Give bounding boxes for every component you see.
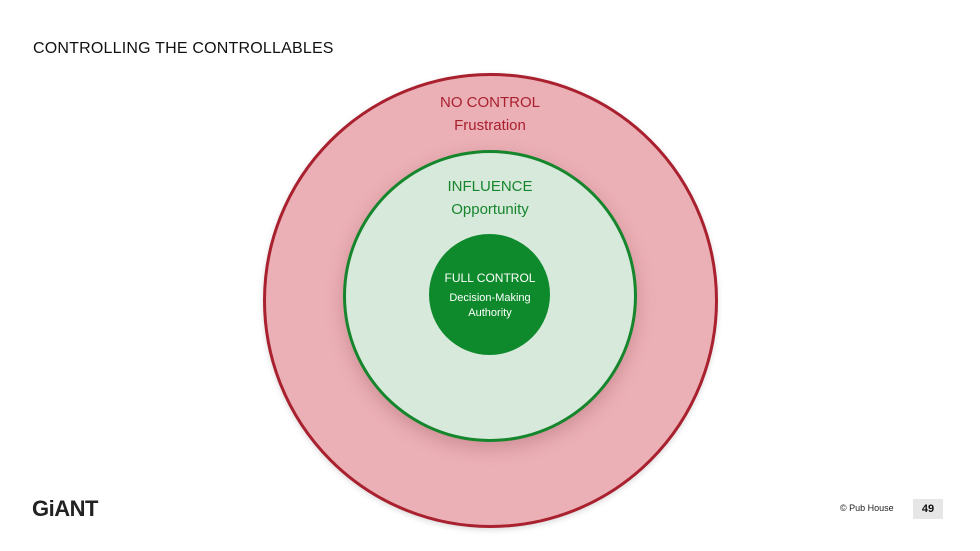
no-control-subtitle: Frustration <box>454 117 526 134</box>
full-control-label: FULL CONTROL <box>444 271 536 285</box>
influence-label: INFLUENCE <box>447 178 533 195</box>
influence-subtitle: Opportunity <box>451 201 529 218</box>
slide-title: CONTROLLING THE CONTROLLABLES <box>33 40 334 57</box>
page-number: 49 <box>913 499 943 519</box>
no-control-label: NO CONTROL <box>439 94 540 111</box>
giant-logo: GiANT <box>32 496 98 521</box>
full-control-subtitle-line2: Authority <box>468 307 512 319</box>
copyright-text: © Pub House <box>840 503 894 513</box>
full-control-circle <box>429 234 550 355</box>
full-control-subtitle-line1: Decision-Making <box>449 292 531 304</box>
full-control-subtitle: Decision-Making Authority <box>0 291 980 321</box>
